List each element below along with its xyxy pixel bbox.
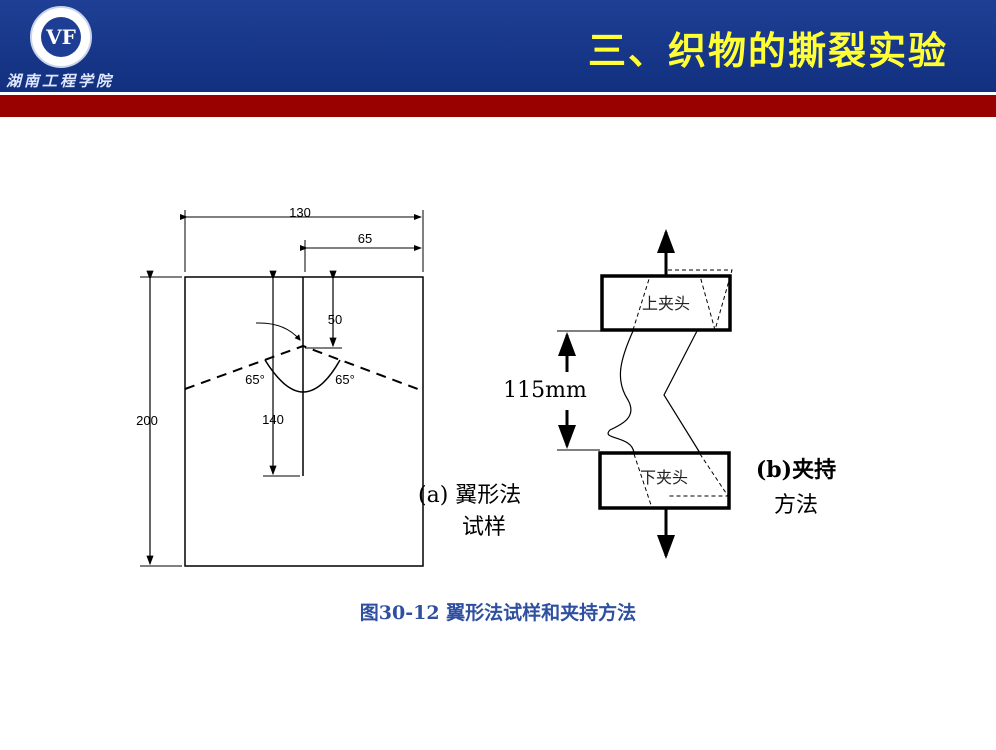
angle-right-label: 65° (335, 372, 355, 387)
torn-edge-left (607, 330, 635, 454)
angle-left-label: 65° (245, 372, 265, 387)
torn-edge-right (663, 330, 701, 454)
dim-200-label: 200 (136, 413, 158, 428)
header-red-band (0, 95, 996, 117)
dim-130-label: 130 (289, 205, 311, 220)
angle-arc (264, 359, 341, 393)
dim-65-label: 65 (358, 231, 372, 246)
clamp-drawing (557, 229, 733, 559)
label-b-line1: (b)夹持 (756, 457, 836, 483)
header-band (0, 0, 996, 92)
logo-emblem: VF (41, 17, 81, 57)
lower-clamp (598, 451, 731, 510)
dim-50-label: 50 (328, 312, 342, 327)
upper-clamp (600, 274, 732, 332)
label-b-line2: 方法 (774, 493, 818, 518)
slide-title: 三、织物的撕裂实验 (587, 28, 948, 73)
fold-dashed-line (184, 344, 424, 392)
gauge-length-label: 115mm (503, 378, 587, 403)
header-divider (0, 92, 996, 95)
school-logo: VF (30, 6, 92, 68)
label-a-line1: (a) 翼形法 (418, 483, 521, 508)
figure-caption: 图30-12 翼形法试样和夹持方法 (359, 602, 637, 624)
specimen-drawing (140, 210, 424, 567)
school-name: 湖南工程学院 (6, 72, 115, 90)
upper-clamp-label: 上夹头 (642, 294, 690, 313)
dim-140-label: 140 (262, 412, 284, 427)
lower-clamp-label: 下夹头 (640, 468, 688, 487)
specimen-outline (184, 276, 424, 567)
label-a-line2: 试样 (462, 515, 506, 540)
